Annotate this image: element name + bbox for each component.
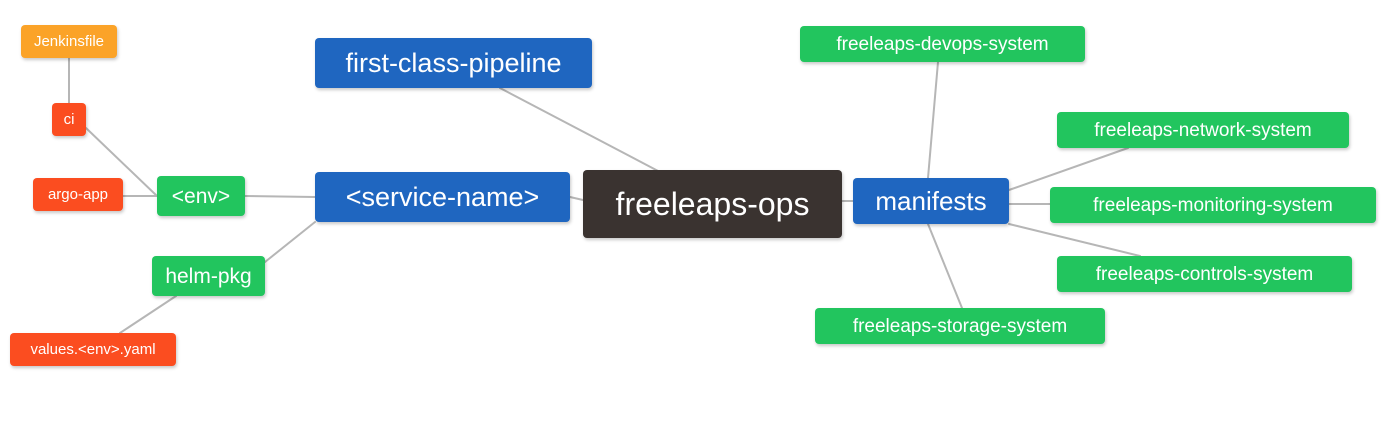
node-freeleaps-network-system[interactable]: freeleaps-network-system (1057, 112, 1349, 148)
node-label-values-env-yaml: values.<env>.yaml (30, 341, 156, 358)
edge-manifests-to-freeleaps-storage-system (927, 223, 963, 309)
node-label-argo-app: argo-app (47, 186, 109, 203)
node-freeleaps-storage-system[interactable]: freeleaps-storage-system (815, 308, 1105, 344)
node-label-ci: ci (63, 111, 75, 128)
node-manifests[interactable]: manifests (853, 178, 1009, 224)
node-label-freeleaps-storage-system: freeleaps-storage-system (852, 315, 1068, 337)
node-first-class-pipeline[interactable]: first-class-pipeline (315, 38, 592, 88)
node-freeleaps-devops-system[interactable]: freeleaps-devops-system (800, 26, 1085, 62)
node-label-service-name: <service-name> (345, 181, 540, 212)
edge-env-to-service-name (244, 195, 316, 198)
node-label-env: <env> (171, 184, 231, 208)
node-argo-app[interactable]: argo-app (33, 178, 123, 211)
node-label-freeleaps-network-system: freeleaps-network-system (1094, 119, 1312, 141)
node-label-freeleaps-ops: freeleaps-ops (615, 186, 810, 222)
node-jenkinsfile[interactable]: Jenkinsfile (21, 25, 117, 58)
node-ci[interactable]: ci (52, 103, 86, 136)
node-freeleaps-monitoring-system[interactable]: freeleaps-monitoring-system (1050, 187, 1376, 223)
node-freeleaps-controls-system[interactable]: freeleaps-controls-system (1057, 256, 1352, 292)
edge-service-name-to-freeleaps-ops (569, 196, 584, 201)
node-values-env-yaml[interactable]: values.<env>.yaml (10, 333, 176, 366)
node-label-freeleaps-controls-system: freeleaps-controls-system (1095, 263, 1314, 285)
node-helm-pkg[interactable]: helm-pkg (152, 256, 265, 296)
node-label-freeleaps-devops-system: freeleaps-devops-system (836, 33, 1049, 55)
edge-manifests-to-freeleaps-devops-system (927, 61, 939, 179)
node-label-manifests: manifests (875, 186, 987, 216)
edge-manifests-to-freeleaps-controls-system (1008, 223, 1141, 257)
node-label-jenkinsfile: Jenkinsfile (33, 33, 105, 50)
edge-service-name-to-helm-pkg (264, 221, 316, 263)
node-service-name[interactable]: <service-name> (315, 172, 570, 222)
node-label-first-class-pipeline: first-class-pipeline (345, 47, 562, 78)
edge-manifests-to-freeleaps-network-system (1008, 147, 1129, 191)
node-env[interactable]: <env> (157, 176, 245, 216)
edge-helm-pkg-to-values-env-yaml (119, 295, 177, 334)
node-freeleaps-ops[interactable]: freeleaps-ops (583, 170, 842, 238)
node-label-helm-pkg: helm-pkg (165, 264, 252, 288)
node-label-freeleaps-monitoring-system: freeleaps-monitoring-system (1093, 194, 1333, 216)
edge-first-class-pipeline-to-freeleaps-ops (499, 87, 661, 173)
